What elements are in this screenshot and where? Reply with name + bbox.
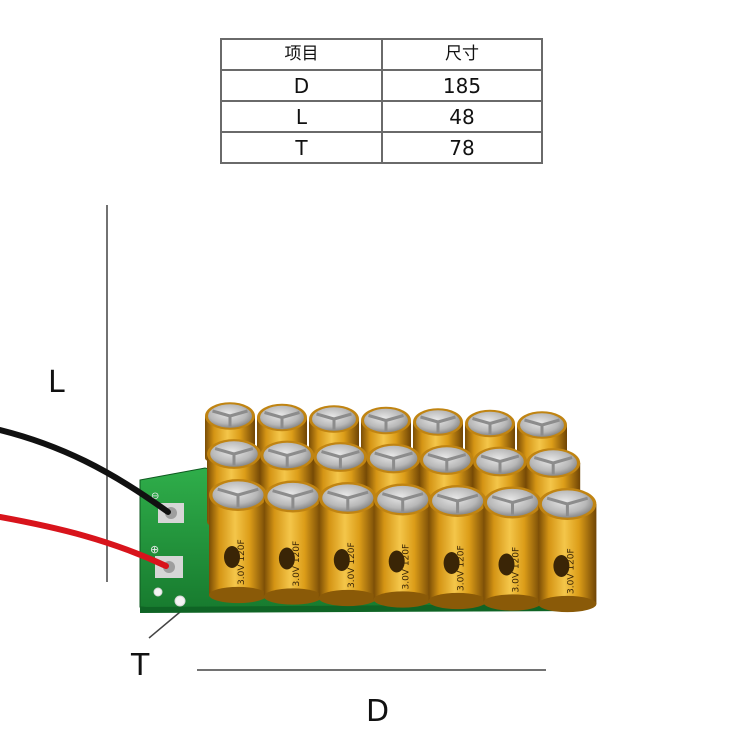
capacitor-label: 3.0V 120F: [566, 548, 576, 594]
supercapacitor: 3.0V 120F: [538, 488, 597, 613]
table-header-row: 项目 尺寸: [220, 38, 543, 71]
dimension-label-t: T: [131, 648, 150, 683]
capacitor-label: 3.0V 120F: [347, 542, 357, 588]
capacitor-label: 3.0V 120F: [237, 539, 247, 585]
table-header-size: 尺寸: [381, 38, 543, 71]
black-wire: [0, 427, 171, 515]
brand-logo-icon: [388, 550, 405, 573]
brand-logo-icon: [498, 553, 515, 576]
capacitor-label: 3.0V 120F: [512, 547, 522, 593]
capacitor-label: 3.0V 120F: [292, 541, 302, 587]
brand-logo-icon: [333, 549, 350, 571]
svg-text:⊖: ⊖: [151, 491, 159, 502]
mounting-hole: [174, 595, 186, 607]
supercapacitor: 3.0V 120F: [373, 483, 432, 608]
table-row: D 185: [220, 69, 543, 102]
table-header-item: 项目: [220, 38, 383, 71]
brand-logo-icon: [224, 546, 240, 568]
supercapacitor: 3.0V 120F: [209, 479, 267, 604]
supercapacitor: 3.0V 120F: [263, 480, 322, 605]
supercapacitor: 3.0V 120F: [428, 485, 487, 610]
dimension-label-d: D: [366, 694, 390, 729]
supercapacitor: 3.0V 120F: [318, 482, 377, 607]
table-cell-item: T: [220, 131, 383, 164]
table-row: T 78: [220, 131, 543, 164]
dimension-table: 项目 尺寸 D 185 L 48 T 78: [220, 38, 543, 164]
table-cell-item: L: [220, 100, 383, 133]
brand-logo-icon: [443, 552, 460, 574]
brand-logo-icon: [278, 547, 295, 570]
capacitor-array: 3.0V 120F 3.0V 120F 3.0V 120F 3.0V 120F 3.0V…: [205, 402, 597, 613]
mounting-hole: [153, 587, 163, 597]
table-row: L 48: [220, 100, 543, 133]
capacitor-label: 3.0V 120F: [457, 545, 467, 591]
capacitor-label: 3.0V 120F: [402, 544, 412, 590]
table-cell-item: D: [220, 69, 383, 102]
table-cell-size: 78: [381, 131, 543, 164]
svg-text:⊕: ⊕: [150, 543, 159, 556]
dimension-line-t: [148, 611, 181, 639]
supercapacitor: 3.0V 120F: [483, 486, 542, 611]
table-cell-size: 185: [381, 69, 543, 102]
dimension-label-l: L: [48, 365, 65, 400]
table-cell-size: 48: [381, 100, 543, 133]
brand-logo-icon: [553, 555, 570, 577]
red-wire: [0, 514, 169, 569]
